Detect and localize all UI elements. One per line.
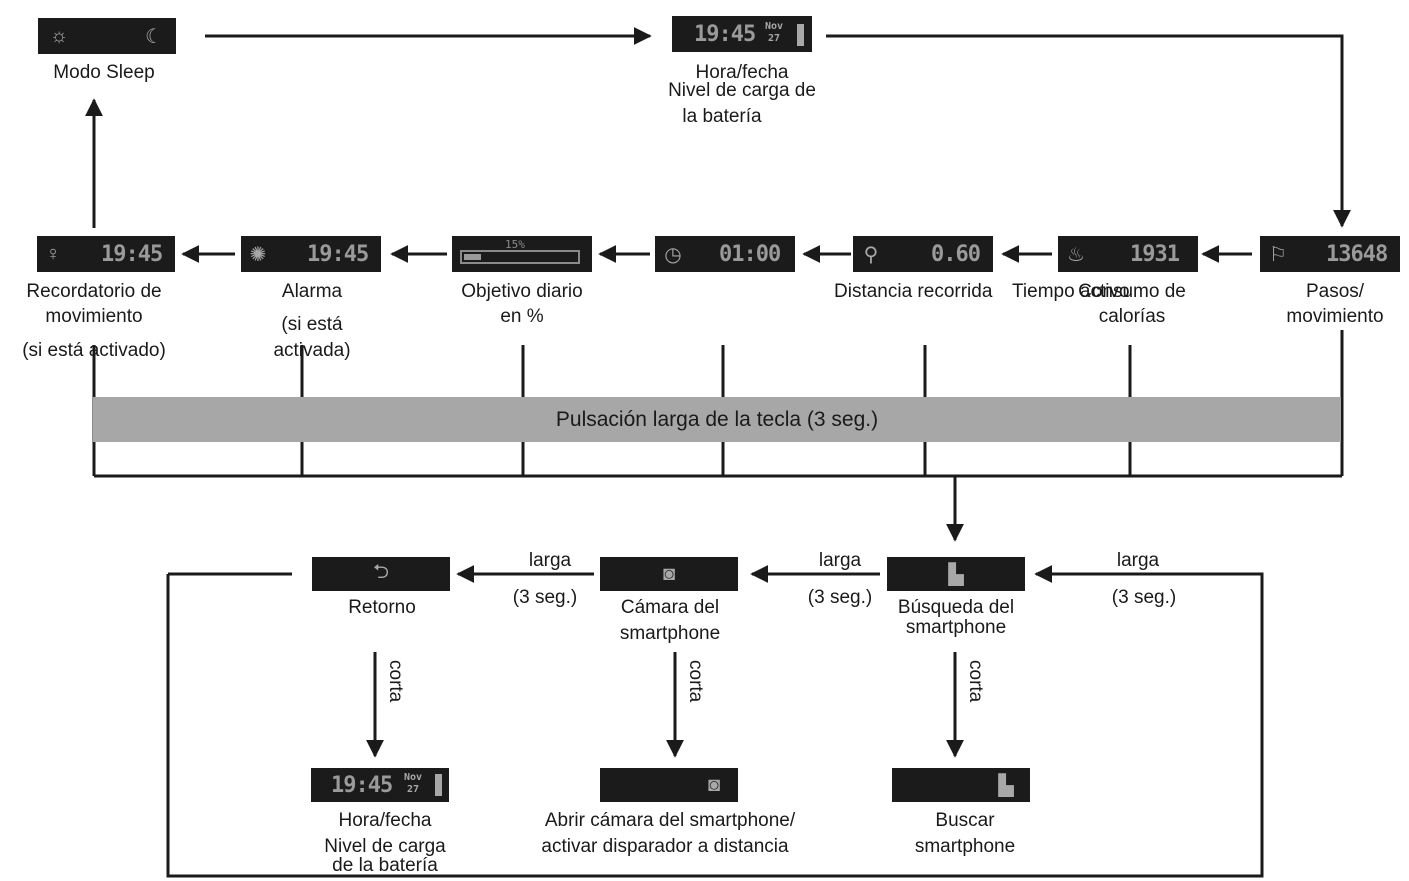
moon-icon: ☾ (145, 25, 163, 48)
time-date-label: Hora/fecha (695, 62, 789, 83)
camera-icon: ◙ (662, 562, 676, 585)
result-time-screen: 19:45 Nov 27 (311, 768, 449, 802)
goal-percent: 15% (505, 238, 525, 251)
result-clock-value: 19:45 (331, 772, 393, 798)
battery-label-1: Nivel de carga de (668, 80, 816, 101)
reminder-label-1: Recordatorio de (26, 281, 162, 302)
corta-label-2: corta (685, 660, 706, 703)
timer-label: Tiempo activo (1012, 281, 1130, 302)
distance-label: Distancia recorrida (834, 281, 993, 302)
long-press-band: Pulsación larga de la tecla (3 seg.) (93, 397, 1341, 442)
goal-progress-bar (460, 250, 580, 264)
return-arrow-icon: ⮌ (372, 561, 390, 583)
camera-label-2: smartphone (619, 623, 721, 644)
find-phone-label-1: Buscar (935, 810, 995, 831)
location-pin-icon: ⚲ (863, 243, 879, 266)
steps-value: 13648 (1326, 241, 1388, 267)
calories-value: 1931 (1130, 241, 1180, 267)
seg-label-3: (3 seg.) (1111, 587, 1177, 608)
steps-label-1: Pasos/ (1305, 281, 1365, 302)
return-screen: ⮌ (312, 557, 450, 591)
steps-screen: ⚐ 13648 (1260, 236, 1400, 272)
alarm-value: 19:45 (307, 241, 369, 267)
result-battery-icon (435, 774, 442, 796)
result-month-value: Nov (404, 772, 423, 783)
calories-screen: ♨ 1931 (1058, 236, 1198, 272)
timer-value: 01:00 (719, 241, 781, 267)
sleep-label: Modo Sleep (53, 62, 155, 83)
corta-label-1: corta (385, 660, 406, 703)
steps-label-2: movimiento (1286, 306, 1384, 327)
larga-label-1: larga (528, 550, 572, 571)
flame-icon: ♨ (1067, 243, 1085, 266)
calories-label-1: Consumo de (1078, 281, 1186, 302)
distance-value: 0.60 (931, 241, 981, 267)
result-time-label-3: de la batería (332, 855, 438, 876)
arrow-loop-to-search (166, 565, 1264, 878)
reminder-value: 19:45 (101, 241, 163, 267)
day-value: 27 (768, 33, 781, 44)
reminder-label-3: (si está activado) (22, 340, 166, 361)
goal-label-1: Objetivo diario (461, 281, 583, 302)
battery-label-2: la batería (682, 106, 762, 127)
result-time-label-1: Hora/fecha (338, 810, 432, 831)
larga-label-3: larga (1116, 550, 1160, 571)
reminder-label-2: movimiento (45, 306, 143, 327)
find-phone-label-2: smartphone (914, 836, 1016, 857)
phone-search-icon: ▙ (948, 563, 964, 586)
sleep-screen: ☼ ☾ (38, 18, 176, 54)
seg-label-2: (3 seg.) (807, 587, 873, 608)
alarm-screen: ✺ 19:45 (241, 236, 381, 272)
calories-label-2: calorías (1098, 306, 1166, 327)
stopwatch-icon: ◷ (664, 243, 682, 266)
camera-label-1: Cámara del (620, 597, 720, 618)
alarm-icon: ✺ (249, 243, 267, 266)
clock-value: 19:45 (694, 21, 756, 47)
result-phone-search-icon: ▙ (998, 774, 1014, 797)
timer-screen: ◷ 01:00 (655, 236, 795, 272)
result-camera-screen: ◙ (600, 768, 738, 802)
search-label-2: smartphone (905, 617, 1007, 638)
reminder-screen: ♀ 19:45 (37, 236, 175, 272)
result-camera-icon: ◙ (707, 773, 721, 796)
result-search-screen: ▙ (892, 768, 1030, 802)
walking-icon: ⚐ (1269, 243, 1287, 266)
alarm-label-2: (si está (281, 314, 343, 335)
alarm-label-3: activada) (273, 340, 351, 361)
result-time-label-2: Nivel de carga (324, 836, 446, 857)
result-day-value: 27 (407, 784, 420, 795)
camera-screen: ◙ (600, 557, 738, 591)
time-date-screen: 19:45 Nov 27 (672, 16, 812, 52)
arrow-time-to-steps (826, 34, 1351, 228)
long-press-label: Pulsación larga de la tecla (3 seg.) (555, 407, 879, 431)
search-label-1: Búsqueda del (897, 597, 1015, 618)
month-value: Nov (765, 21, 784, 32)
open-camera-label-1: Abrir cámara del smartphone/ (544, 810, 796, 831)
goal-label-2: en % (500, 306, 544, 327)
battery-icon (797, 24, 804, 46)
distance-screen: ⚲ 0.60 (853, 236, 993, 272)
open-camera-label-2: activar disparador a distancia (541, 836, 789, 857)
search-screen: ▙ (887, 557, 1025, 591)
seg-label-1: (3 seg.) (512, 587, 578, 608)
alarm-label-1: Alarma (281, 281, 343, 302)
larga-label-2: larga (818, 550, 862, 571)
bulb-icon: ♀ (45, 242, 61, 265)
corta-label-3: corta (965, 660, 986, 703)
goal-progress-fill (464, 254, 481, 260)
sun-icon: ☼ (49, 24, 69, 47)
return-label: Retorno (348, 597, 416, 618)
